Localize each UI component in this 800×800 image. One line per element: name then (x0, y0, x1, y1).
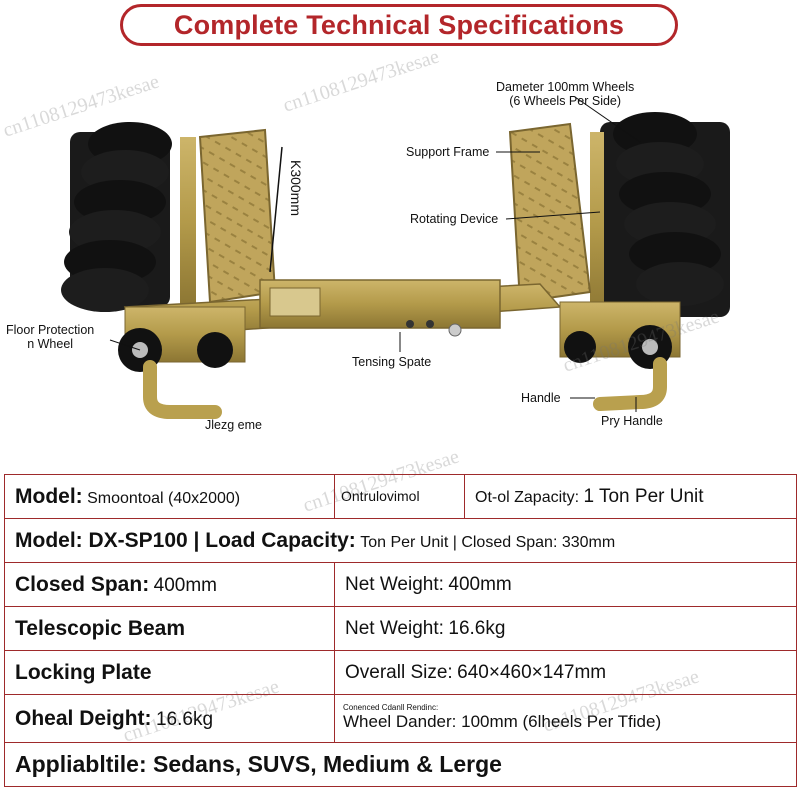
product-photo (61, 96, 730, 419)
callout-handle: Handle (521, 391, 561, 405)
spec-note: Conenced Cdanll Rendinc: (343, 703, 439, 712)
spec-label: Closed Span: (15, 572, 150, 596)
spec-row: Locking Plate Overall Size: 640×460×147m… (4, 650, 797, 695)
spec-label: Locking Plate (15, 660, 152, 684)
spec-value: 1 Ton Per Unit (583, 485, 704, 507)
dimension-line (269, 146, 283, 273)
spec-label: Oheal Deight: (15, 706, 152, 730)
spec-cell: Net Weight: 400mm (334, 562, 797, 607)
spec-value: Wheel Dander: 100mm (6lheels Per Tfide) (343, 712, 662, 731)
spec-label: Net Weight: (345, 617, 444, 639)
spec-value: Ontrulovimol (341, 487, 420, 504)
left-support-frame (198, 128, 277, 304)
spec-label: Ot-ol Zapacity: (475, 488, 580, 506)
spec-value: 400mm (448, 573, 512, 595)
left-axle (180, 137, 196, 307)
right-floor-wheel-2 (564, 331, 596, 363)
spec-label: Telescopic Beam (15, 616, 186, 640)
spec-row: Closed Span: 400mm Net Weight: 400mm (4, 562, 797, 607)
callout-pry-handle: Pry Handle (601, 414, 663, 428)
leader-floor-wheel (109, 339, 141, 351)
spec-label: Appliabltile: Sedans, SUVS, Medium & Ler… (15, 751, 502, 777)
spec-cell: Model: Smoontoal (40x2000) (4, 474, 335, 519)
callout-wheels-line1: Dameter 100mm Wheels (496, 80, 635, 94)
callout-wheels-line2: (6 Wheels Per Side) (509, 94, 622, 108)
leader-wheels (574, 96, 641, 143)
callout-rotating-device: Rotating Device (410, 212, 499, 226)
callout-tensing-spate: Tensing Spate (352, 355, 432, 369)
leader-rotating-device (505, 211, 601, 220)
beam-pin (448, 323, 462, 337)
spec-cell: Conenced Cdanll Rendinc: Wheel Dander: 1… (334, 694, 797, 743)
callout-dimension: K300mm (288, 159, 305, 217)
beam-bolt (406, 320, 414, 328)
left-pry-handle (143, 360, 222, 419)
spec-cell: Ontrulovimol (334, 474, 465, 519)
left-floor-wheel-2 (197, 332, 233, 368)
spec-cell: Oheal Deight: 16.6kg (4, 694, 335, 743)
spec-value: 640×460×147mm (457, 661, 607, 683)
spec-value: 400mm (153, 574, 217, 596)
callout-wheels: Dameter 100mm Wheels (6 Wheels Per Side) (496, 80, 634, 108)
title-banner: Complete Technical Specifications (120, 4, 678, 46)
spec-cell: Telescopic Beam (4, 606, 335, 651)
spec-cell: Closed Span: 400mm (4, 562, 335, 607)
spec-cell: Locking Plate (4, 650, 335, 695)
callout-floor-wheel: Floor Protection n Wheel (6, 323, 94, 351)
beam-label-plate (269, 287, 321, 317)
right-floor-wheel-hub (642, 339, 658, 355)
spec-row: Telescopic Beam Net Weight: 16.6kg (4, 606, 797, 651)
spec-cell: Ot-ol Zapacity: 1 Ton Per Unit (464, 474, 797, 519)
spec-label: Net Weight: (345, 573, 444, 595)
spec-row: Model: Smoontoal (40x2000) Ontrulovimol … (4, 474, 797, 519)
right-pry-handle (593, 357, 667, 411)
spec-label: Model: DX-SP100 | Load Capacity: (15, 528, 356, 552)
left-wheel-stack (61, 122, 172, 312)
spec-value: 16.6kg (448, 617, 506, 639)
spec-row: Appliabltile: Sedans, SUVS, Medium & Ler… (4, 742, 797, 787)
spec-row: Oheal Deight: 16.6kg Conenced Cdanll Ren… (4, 694, 797, 743)
callout-lower-left: Jlezg eme (205, 418, 262, 432)
spec-row: Model: DX-SP100 | Load Capacity: Ton Per… (4, 518, 797, 563)
spec-cell: Model: DX-SP100 | Load Capacity: Ton Per… (4, 518, 797, 563)
spec-value: 16.6kg (155, 708, 214, 730)
beam-bolt (426, 320, 434, 328)
right-support-frame (508, 122, 592, 304)
spec-table: Model: Smoontoal (40x2000) Ontrulovimol … (4, 474, 797, 787)
spec-cell: Net Weight: 16.6kg (334, 606, 797, 651)
spec-cell: Appliabltile: Sedans, SUVS, Medium & Ler… (4, 742, 797, 787)
spec-cell: Overall Size: 640×460×147mm (334, 650, 797, 695)
callout-floor-line1: Floor Protection (6, 323, 95, 337)
spec-label: Overall Size: (345, 661, 453, 683)
right-axle (590, 132, 604, 317)
callout-support-frame: Support Frame (406, 145, 490, 159)
spec-value: Smoontoal (40x2000) (87, 489, 241, 507)
spec-value: Ton Per Unit | Closed Span: 330mm (360, 533, 616, 551)
page-title: Complete Technical Specifications (173, 9, 625, 40)
callout-floor-line2: n Wheel (27, 337, 74, 351)
right-wheel-stack (600, 112, 730, 317)
spec-label: Model: (15, 484, 83, 508)
